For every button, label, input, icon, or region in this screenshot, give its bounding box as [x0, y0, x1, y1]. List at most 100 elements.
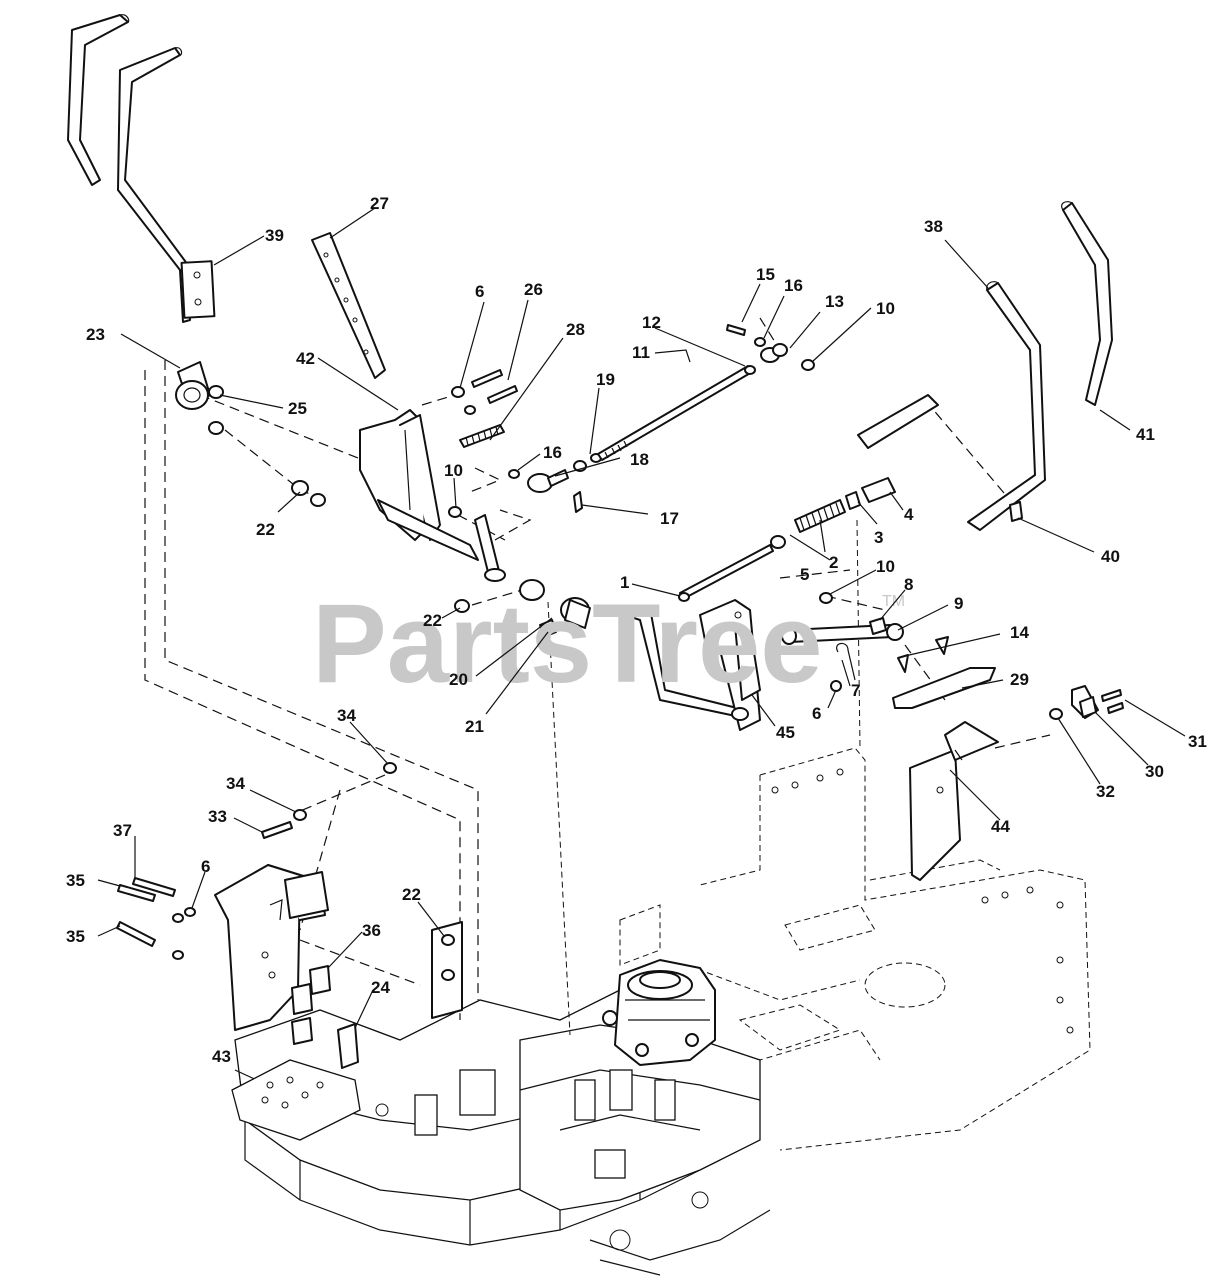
nut-22b: [310, 493, 326, 507]
callout-36: 36: [362, 921, 381, 940]
bracket-27: [311, 232, 386, 379]
callout-22-bottom: 22: [402, 885, 421, 904]
nut-25: [208, 385, 224, 399]
rod-1: [678, 544, 774, 602]
callout-27: 27: [370, 194, 389, 213]
spring-2: [794, 499, 846, 533]
callout-28: 28: [566, 320, 585, 339]
rod-11: [597, 365, 753, 461]
nut-12: [744, 365, 756, 375]
plate-29: [892, 667, 996, 709]
bolt-17: [573, 491, 583, 513]
nut-34b: [383, 762, 397, 774]
handle-grip-right: [1061, 201, 1113, 406]
callout-15: 15: [756, 265, 775, 284]
callouts: 39 27 23 25 6 26 28 42 10 22 16 19 18 17…: [66, 194, 1207, 1066]
handle-38: [967, 281, 1046, 531]
nut-22: [291, 480, 309, 496]
leader-lines: [97, 207, 1186, 1029]
callout-22-mid: 22: [423, 611, 442, 630]
callout-44: 44: [991, 817, 1010, 836]
callout-39: 39: [265, 226, 284, 245]
callout-18: 18: [630, 450, 649, 469]
bracket-45: [624, 599, 761, 731]
bolts-35-37: [116, 877, 196, 960]
hydro-transmission: [602, 959, 716, 1066]
screws-31: [1101, 689, 1124, 714]
washer-6b: [464, 405, 476, 415]
washer-10: [448, 506, 462, 518]
washer-6: [451, 386, 465, 398]
bracket-44: [909, 721, 999, 881]
callout-1: 1: [620, 573, 629, 592]
callout-35-top: 35: [66, 871, 85, 890]
bracket-43: [214, 864, 329, 1031]
callout-43: 43: [212, 1047, 231, 1066]
spring-28: [459, 424, 505, 448]
callout-41: 41: [1136, 425, 1155, 444]
washer-6c: [830, 680, 842, 692]
callout-4: 4: [904, 505, 914, 524]
nut-25b: [208, 421, 224, 435]
callout-8: 8: [904, 575, 913, 594]
callout-32: 32: [1096, 782, 1115, 801]
callout-17: 17: [660, 509, 679, 528]
nut-10: [801, 359, 815, 371]
callout-19: 19: [596, 370, 615, 389]
chassis-frame: [231, 519, 1091, 1276]
washer-5: [770, 535, 786, 549]
callout-26: 26: [524, 280, 543, 299]
nut-32: [1049, 708, 1063, 720]
bolt-24: [337, 1023, 359, 1069]
callout-22-top: 22: [256, 520, 275, 539]
bolt-40: [1009, 501, 1023, 522]
callout-2: 2: [829, 553, 838, 572]
rod-end-18: [527, 469, 569, 493]
watermark-tm: TM: [882, 593, 905, 610]
callout-20: 20: [449, 670, 468, 689]
callout-34-top: 34: [337, 706, 356, 725]
cap-4: [861, 477, 896, 503]
pivot-20: [519, 579, 591, 629]
callout-42: 42: [296, 349, 315, 368]
pivot-13: [760, 343, 788, 363]
callout-6-top: 6: [475, 282, 484, 301]
callout-34: 34: [226, 774, 245, 793]
callout-3: 3: [874, 528, 883, 547]
bushing-3: [845, 491, 861, 510]
callout-30: 30: [1145, 762, 1164, 781]
washer-16: [508, 469, 520, 479]
bolt-15: [726, 324, 746, 336]
plate-bar: [857, 394, 939, 449]
clip-7: [836, 642, 856, 681]
callout-6-lower: 6: [201, 857, 210, 876]
callout-31: 31: [1188, 732, 1207, 751]
callout-21: 21: [465, 717, 484, 736]
callout-38: 38: [924, 217, 943, 236]
callout-45: 45: [776, 723, 795, 742]
callout-9: 9: [954, 594, 963, 613]
bearing-23: [175, 361, 211, 410]
callout-10-top: 10: [876, 299, 895, 318]
rod-9: [781, 617, 904, 645]
callout-16-left: 16: [543, 443, 562, 462]
callout-29: 29: [1010, 670, 1029, 689]
handle-39: [117, 47, 216, 323]
bracket-42: [359, 409, 506, 582]
watermark-text: PartsTree: [312, 581, 823, 706]
callout-12: 12: [642, 313, 661, 332]
spacers-36: [291, 965, 331, 1045]
callout-6-right: 6: [812, 704, 821, 723]
callout-11: 11: [632, 343, 650, 362]
callout-25: 25: [288, 399, 307, 418]
callout-37: 37: [113, 821, 132, 840]
callout-5: 5: [800, 565, 809, 584]
callout-40: 40: [1101, 547, 1120, 566]
callout-33: 33: [208, 807, 227, 826]
watermark: PartsTree TM: [312, 581, 905, 706]
callout-24: 24: [371, 978, 390, 997]
switch-30: [1071, 685, 1099, 719]
callout-16-top: 16: [784, 276, 803, 295]
callout-13: 13: [825, 292, 844, 311]
